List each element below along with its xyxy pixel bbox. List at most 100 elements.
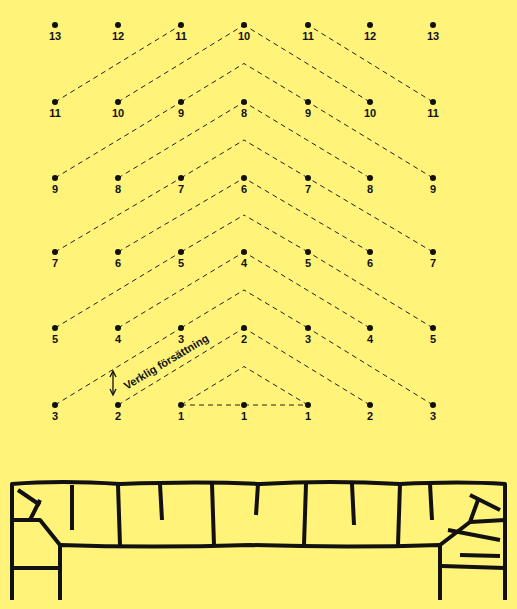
delay-number: 1 — [241, 411, 247, 422]
drill-hole — [430, 249, 436, 255]
drill-hole — [305, 175, 311, 181]
dashed-line — [118, 178, 244, 252]
dashed-line — [55, 25, 181, 102]
drill-hole — [367, 402, 373, 408]
delay-number: 3 — [52, 411, 58, 422]
dashed-line — [118, 102, 244, 178]
drill-hole — [52, 22, 58, 28]
delay-number: 10 — [112, 108, 124, 119]
delay-number: 2 — [115, 411, 121, 422]
delay-number: 3 — [305, 334, 311, 345]
delay-number: 9 — [305, 108, 311, 119]
dashed-line — [244, 328, 370, 405]
dashed-line — [244, 102, 370, 178]
delay-number: 8 — [367, 184, 373, 195]
drill-hole — [367, 175, 373, 181]
rock-section — [12, 482, 505, 600]
drill-hole — [241, 402, 247, 408]
drill-hole — [52, 325, 58, 331]
drill-hole — [305, 22, 311, 28]
drill-hole — [115, 175, 121, 181]
delay-number: 9 — [52, 184, 58, 195]
drill-hole — [115, 22, 121, 28]
dashed-line — [118, 328, 244, 405]
dashed-line — [181, 140, 244, 178]
drill-hole — [241, 325, 247, 331]
drill-hole — [305, 325, 311, 331]
delay-number: 7 — [52, 258, 58, 269]
delay-number: 6 — [115, 258, 121, 269]
drill-hole — [178, 22, 184, 28]
drill-hole — [367, 22, 373, 28]
drill-hole — [52, 402, 58, 408]
delay-number: 5 — [52, 334, 58, 345]
delay-number: 1 — [305, 411, 311, 422]
drill-hole — [52, 99, 58, 105]
drill-hole — [241, 99, 247, 105]
dashed-line — [244, 367, 308, 406]
drill-hole — [241, 22, 247, 28]
drill-hole — [178, 99, 184, 105]
drill-hole — [178, 175, 184, 181]
drill-hole — [430, 402, 436, 408]
delay-number: 11 — [175, 31, 187, 42]
dashed-line — [55, 178, 181, 252]
dashed-line — [244, 64, 308, 103]
dashed-line — [181, 367, 244, 406]
dashed-line — [244, 290, 308, 328]
drill-hole — [430, 22, 436, 28]
dashed-line — [308, 252, 433, 328]
drill-hole — [367, 99, 373, 105]
delay-number: 2 — [367, 411, 373, 422]
drill-hole — [178, 402, 184, 408]
delay-number: 8 — [115, 184, 121, 195]
delay-number: 7 — [178, 184, 184, 195]
delay-number: 9 — [178, 108, 184, 119]
drill-hole — [305, 249, 311, 255]
burden-label: Verklig försättning — [121, 332, 211, 392]
drill-hole — [367, 249, 373, 255]
burden-arrow — [110, 371, 116, 395]
delay-number: 1 — [178, 411, 184, 422]
dashed-line — [118, 25, 244, 102]
delay-number: 7 — [430, 258, 436, 269]
dashed-line — [308, 102, 433, 178]
drill-hole — [178, 325, 184, 331]
delay-number: 5 — [305, 258, 311, 269]
drill-hole — [367, 325, 373, 331]
delay-number: 11 — [302, 31, 314, 42]
delay-number: 13 — [427, 31, 439, 42]
dashed-line — [181, 215, 244, 252]
dashed-line — [308, 25, 433, 102]
drill-hole — [241, 175, 247, 181]
drill-hole — [115, 249, 121, 255]
drill-hole — [430, 325, 436, 331]
delay-number: 2 — [241, 334, 247, 345]
delay-number: 4 — [115, 334, 121, 345]
delay-number: 5 — [178, 258, 184, 269]
delay-number: 11 — [427, 108, 439, 119]
delay-number: 12 — [112, 31, 124, 42]
drill-hole — [115, 402, 121, 408]
delay-number: 6 — [241, 184, 247, 195]
dashed-line — [308, 328, 433, 405]
dashed-line — [308, 178, 433, 252]
delay-number: 11 — [49, 108, 61, 119]
delay-number: 4 — [241, 258, 247, 269]
drill-hole — [430, 99, 436, 105]
drill-hole — [115, 325, 121, 331]
delay-number: 10 — [364, 108, 376, 119]
drill-hole — [305, 402, 311, 408]
dashed-line — [118, 252, 244, 328]
dashed-line — [244, 25, 370, 102]
delay-number: 10 — [238, 31, 250, 42]
drill-hole — [241, 249, 247, 255]
delay-number: 13 — [49, 31, 61, 42]
dashed-line — [55, 102, 181, 178]
delay-number: 6 — [367, 258, 373, 269]
dashed-line — [244, 140, 308, 178]
delay-number: 4 — [367, 334, 373, 345]
dashed-line — [55, 252, 181, 328]
delay-number: 12 — [364, 31, 376, 42]
